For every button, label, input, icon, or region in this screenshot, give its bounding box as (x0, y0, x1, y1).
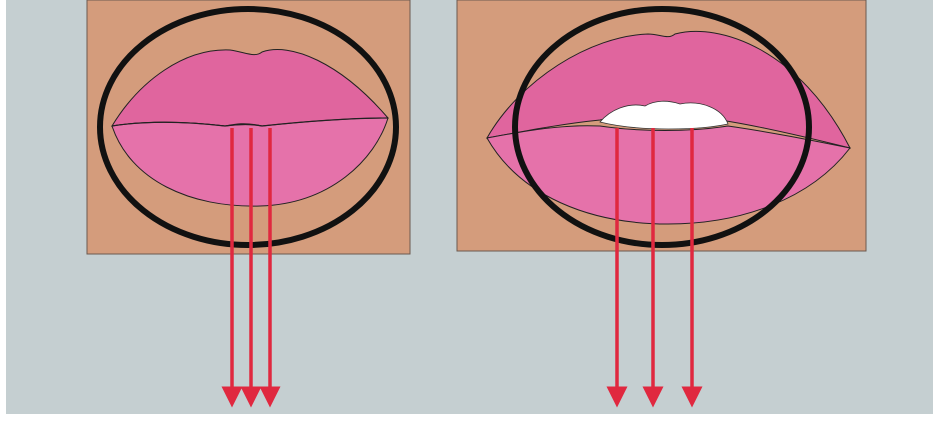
lips-diagram (0, 0, 939, 423)
diagram-stage (0, 0, 939, 423)
